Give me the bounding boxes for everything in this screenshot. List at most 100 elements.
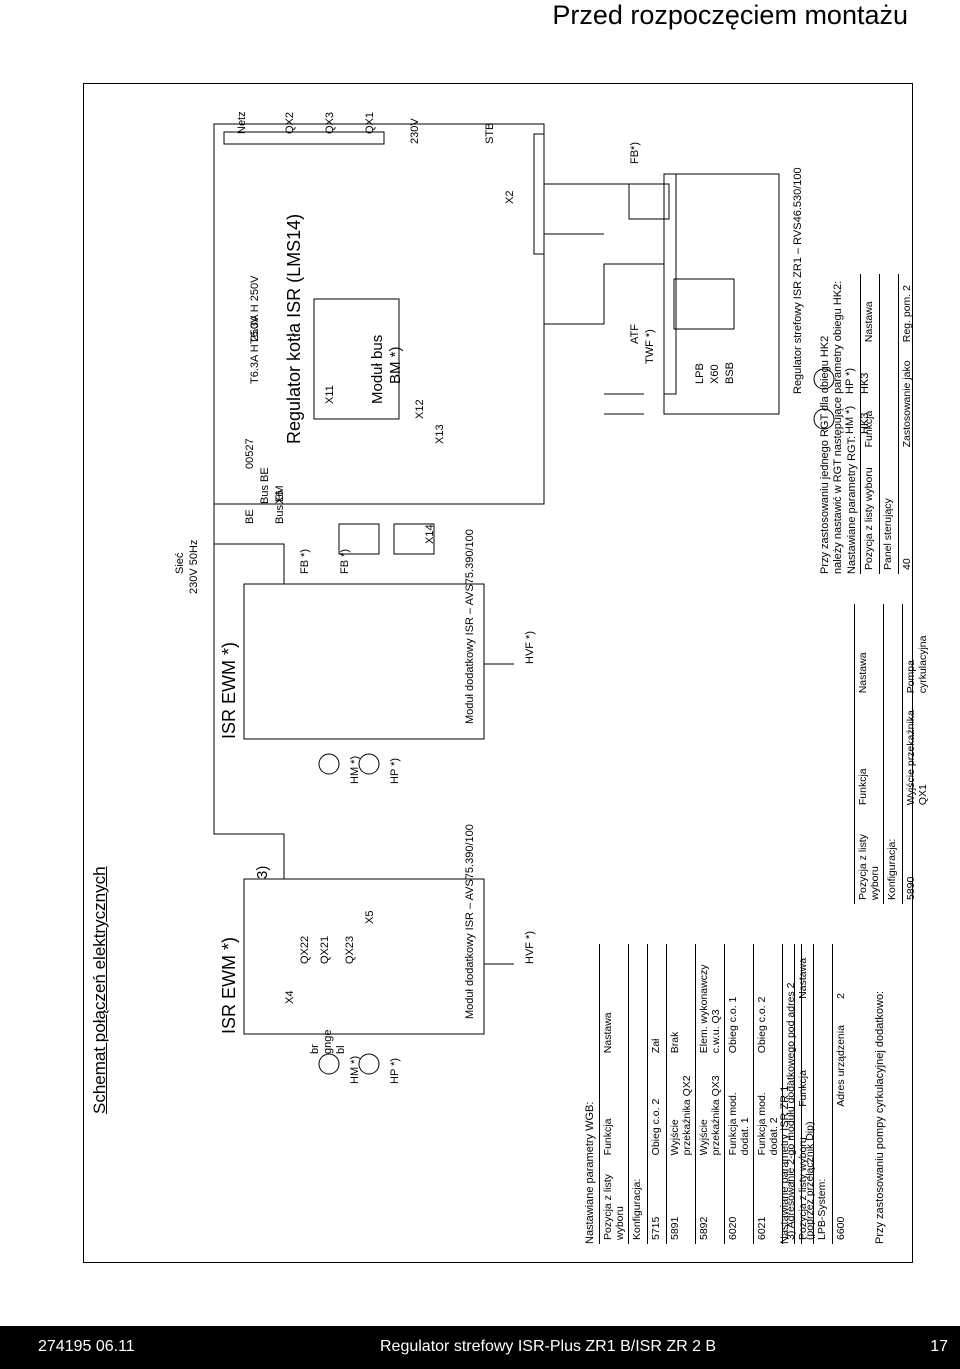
note-3: 3) bbox=[254, 865, 271, 879]
boiler-title: Regulator kotła ISR (LMS14) bbox=[284, 213, 304, 444]
wire-bl: bl bbox=[335, 1045, 347, 1054]
pump-section: Konfiguracja: bbox=[883, 604, 903, 904]
table-row: 6600 Adres urządzenia 2 bbox=[832, 944, 851, 1244]
rgt-title: Nastawiane parametry RGT: bbox=[846, 435, 858, 574]
x2-label: X2 bbox=[504, 190, 516, 204]
hp-label-1: HP *) bbox=[389, 1057, 401, 1084]
hvf-label-2: HVF *) bbox=[524, 631, 536, 664]
stb-label: STB bbox=[484, 122, 496, 144]
cell: Pompa cyrkulacyjna bbox=[902, 604, 931, 698]
cell: 5890 bbox=[902, 809, 931, 904]
cell: 5891 bbox=[666, 1159, 696, 1244]
isr-title: Nastawiane parametry ISR ZR 1: bbox=[779, 1082, 791, 1244]
pump-table: Pozycja z listy wyboru Funkcja Nastawa K… bbox=[854, 604, 931, 904]
rgt-section: Panel sterujący bbox=[879, 274, 899, 574]
qx21-label: QX21 bbox=[319, 935, 331, 964]
cell: 6600 bbox=[832, 1110, 851, 1244]
x11-label: X11 bbox=[324, 385, 336, 404]
footer-doc-title: Regulator strefowy ISR-Plus ZR1 B/ISR ZR… bbox=[380, 1338, 717, 1355]
fuse-2: T6.3A H 250V bbox=[249, 275, 261, 345]
page-header-title: Przed rozpoczęciem montażu bbox=[552, 0, 908, 30]
cell: Zał bbox=[647, 944, 667, 1058]
wgb-header-pos: Pozycja z listy wyboru bbox=[599, 1159, 629, 1244]
rvs-box bbox=[663, 173, 780, 415]
isr-table: Pozycja z listy wyboru Funkcja Nastawa L… bbox=[794, 944, 851, 1244]
bus-be-label: Bus BE bbox=[259, 467, 271, 504]
cell: Brak bbox=[666, 944, 696, 1058]
hp-label-3: HP *) bbox=[844, 367, 856, 394]
atf-label: ATF bbox=[629, 324, 641, 344]
rgt-intro-2: należy nastawić w RGT następujące parame… bbox=[832, 280, 844, 574]
pump-header-val: Nastawa bbox=[854, 604, 884, 698]
modul-bus-label: Moduł bus bbox=[369, 334, 386, 404]
230v-label: 230V bbox=[409, 118, 421, 144]
rgt-header-func: Funkcja bbox=[860, 346, 880, 452]
page-footer: 274195 06.11 Regulator strefowy ISR-Plus… bbox=[0, 1326, 960, 1369]
hvf-label-1: HVF *) bbox=[524, 931, 536, 964]
isr-ewm-label-mid: ISR EWM *) bbox=[219, 642, 239, 739]
cell: Adres urządzenia bbox=[832, 1002, 851, 1111]
qx22-label: QX22 bbox=[299, 935, 311, 964]
fb-label-3: FB*) bbox=[629, 142, 641, 164]
hm-label-2: HM *) bbox=[349, 755, 361, 784]
table-row: 5715 Obieg c.o. 2 Zał bbox=[647, 944, 667, 1244]
table-row: 5890 Wyjście przekaźnika QX1 Pompa cyrku… bbox=[902, 604, 931, 904]
netz-label: Netz bbox=[236, 111, 248, 134]
isr-header-pos: Pozycja z listy wyboru bbox=[794, 1110, 814, 1244]
pump-title: Przy zastosowaniu pompy cyrkulacyjnej do… bbox=[874, 990, 886, 1244]
rgt-intro-1: Przy zastosowaniu jednego RGT dla obiegu… bbox=[819, 335, 831, 574]
hm-label-1: HM *) bbox=[349, 1055, 361, 1084]
cell: Wyjście przekaźnika QX3 bbox=[695, 1057, 725, 1160]
modul-label-1: Moduł dodatkowy ISR – AVS75.390/100 bbox=[464, 824, 476, 1019]
fb-label-1: FB *) bbox=[299, 548, 311, 574]
table-row: 6020 Funkcja mod. dodat. 1 Obieg c.o. 1 bbox=[724, 944, 754, 1244]
cell: Funkcja mod. dodat. 1 bbox=[724, 1057, 754, 1160]
footer-doc-number: 274195 06.11 bbox=[38, 1338, 135, 1355]
x4-label: X4 bbox=[284, 990, 296, 1004]
isr-ewm-label-left: ISR EWM *) bbox=[219, 937, 239, 1034]
cell: Wyjście przekaźnika QX1 bbox=[902, 697, 931, 810]
table-row: 5891 Wyjście przekaźnika QX2 Brak bbox=[666, 944, 696, 1244]
cell: 40 bbox=[898, 451, 917, 574]
be-label: BE bbox=[244, 509, 256, 524]
bsb-label: BSB bbox=[724, 361, 736, 384]
code-00527: 00527 bbox=[244, 438, 256, 469]
bus-em-label: Bus EM bbox=[274, 485, 286, 524]
wgb-title: Nastawiane parametry WGB: bbox=[584, 1101, 596, 1244]
cell: Reg. pom. 2 bbox=[898, 274, 917, 347]
rotated-diagram: Schemat połączeń elektrycznych ISR EWM *… bbox=[84, 84, 931, 1264]
qx23-label: QX23 bbox=[344, 935, 356, 964]
cell: 2 bbox=[832, 944, 851, 1003]
x13-label: X13 bbox=[434, 424, 446, 444]
wire-gnge: gnge bbox=[322, 1029, 334, 1054]
cell: Wyjście przekaźnika QX2 bbox=[666, 1057, 696, 1160]
siec-label: Sieć bbox=[174, 552, 186, 574]
cell: 5892 bbox=[695, 1159, 725, 1244]
wire-br: br bbox=[309, 1044, 321, 1054]
modul-bus-label-2: BM *) bbox=[387, 346, 404, 385]
x5-label: X5 bbox=[364, 910, 376, 924]
siec-voltage: 230V 50Hz bbox=[188, 539, 200, 594]
cell: Zastosowanie jako bbox=[898, 346, 917, 452]
twf-label: TWF *) bbox=[644, 329, 656, 364]
rvs-label: Regulator strefowy ISR ZR1 – RVS46.530/1… bbox=[792, 167, 804, 394]
table-row: 40 Zastosowanie jako Reg. pom. 2 bbox=[898, 274, 917, 574]
diagram-title: Schemat połączeń elektrycznych bbox=[90, 866, 109, 1114]
fb-label-2: FB *) bbox=[339, 548, 351, 574]
rgt-table: Pozycja z listy wyboru Funkcja Nastawa P… bbox=[860, 274, 917, 574]
wgb-header-val: Nastawa bbox=[599, 944, 629, 1058]
table-row: 5892 Wyjście przekaźnika QX3 Elem. wykon… bbox=[695, 944, 725, 1244]
hp-label-2: HP *) bbox=[389, 757, 401, 784]
modul-box-1 bbox=[243, 878, 485, 1035]
rgt-header-val: Nastawa bbox=[860, 274, 880, 347]
cell: 6020 bbox=[724, 1159, 754, 1244]
diagram-lines bbox=[213, 123, 835, 1075]
boiler-box bbox=[213, 123, 545, 505]
wgb-section: Konfiguracja: bbox=[628, 944, 648, 1244]
pump-header-func: Funkcja bbox=[854, 697, 884, 810]
wgb-header-func: Funkcja bbox=[599, 1057, 629, 1160]
wiring-diagram-frame: Schemat połączeń elektrycznych ISR EWM *… bbox=[83, 83, 931, 1264]
isr-header-func: Funkcja bbox=[794, 1002, 814, 1111]
cell: Obieg c.o. 2 bbox=[647, 1057, 667, 1160]
modul-box-2 bbox=[243, 583, 485, 740]
